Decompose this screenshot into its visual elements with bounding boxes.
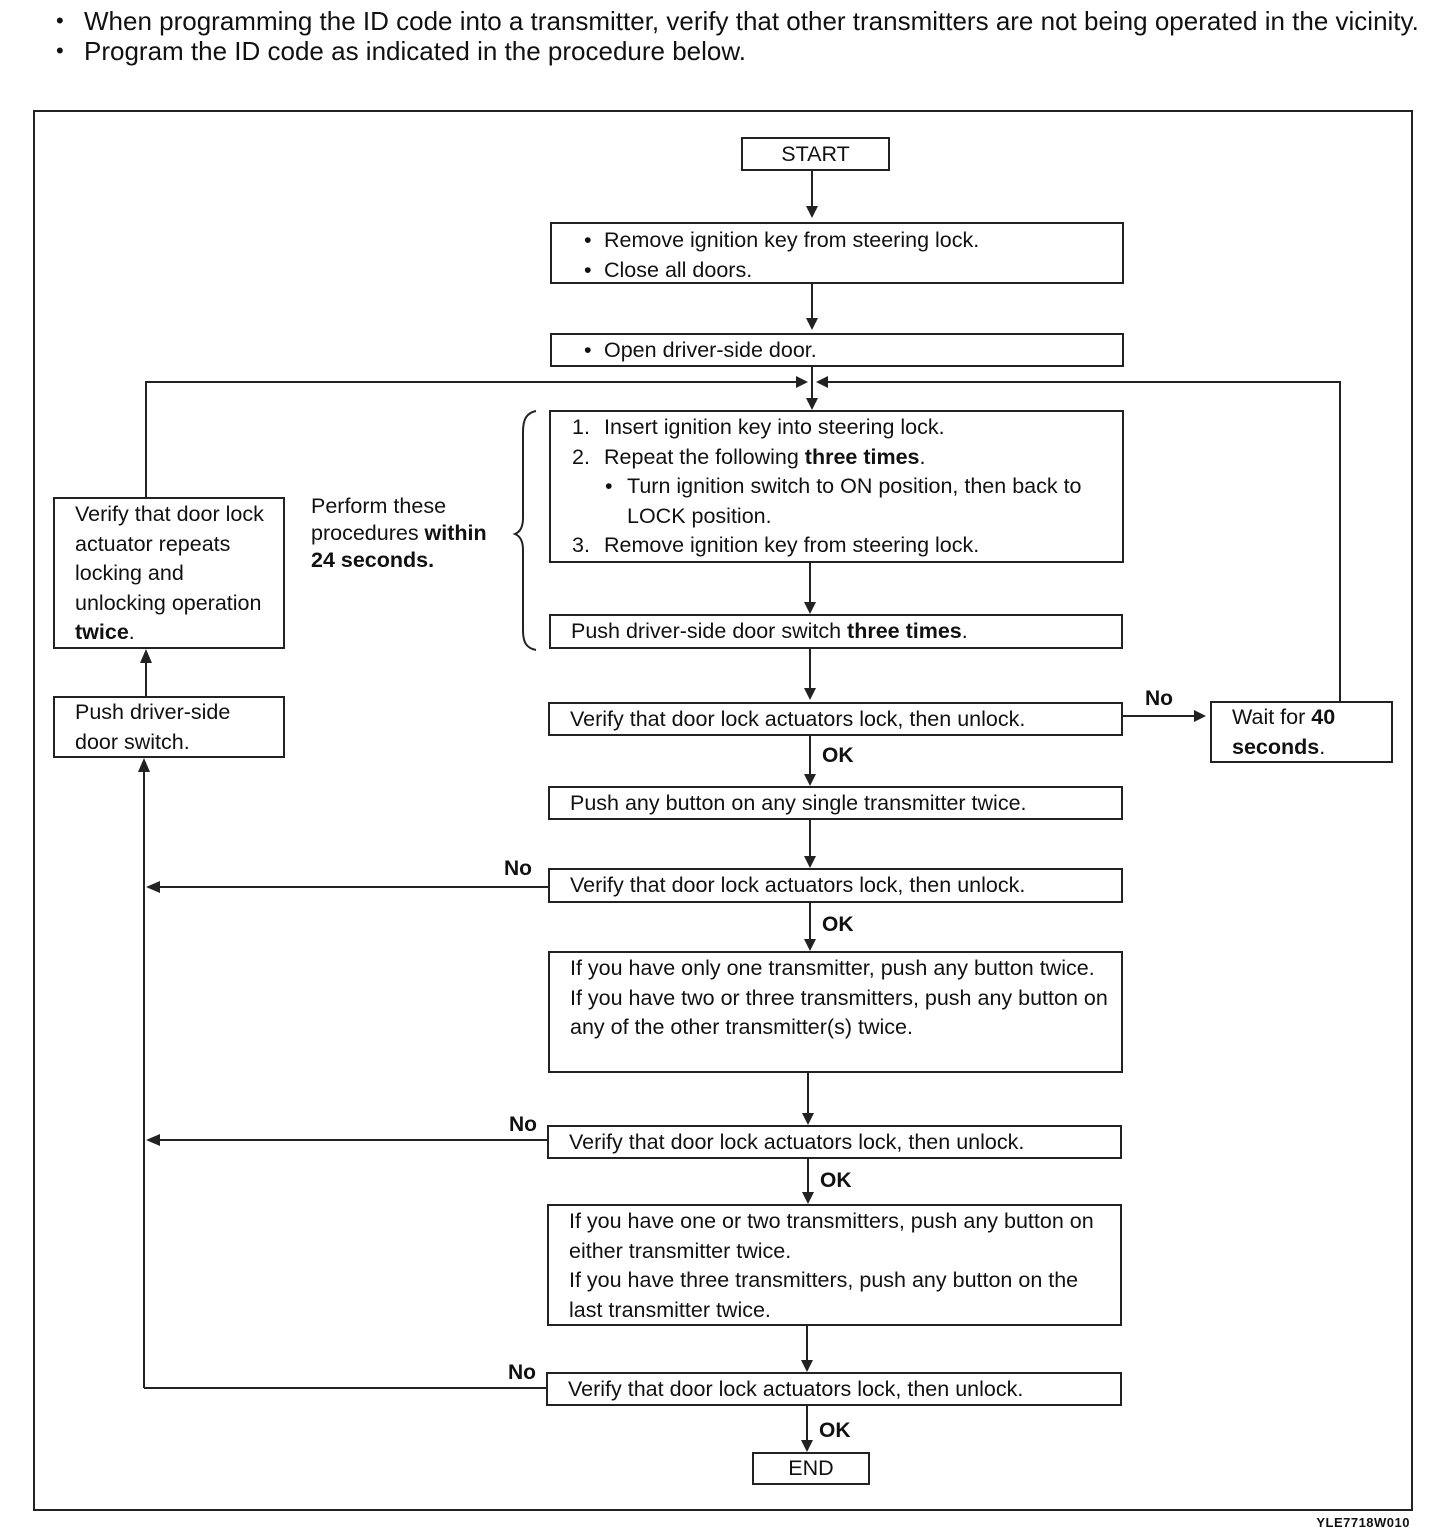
emphasis-text: 40 seconds — [1232, 705, 1336, 759]
wait-text: Wait for — [1232, 705, 1312, 729]
wait-box: Wait for 40 seconds. — [1210, 701, 1393, 763]
open-door-box: Open driver-side door. — [550, 333, 1124, 367]
arrow-head — [801, 1440, 813, 1452]
no-label: No — [504, 857, 532, 880]
punctuation: . — [428, 548, 435, 572]
arrow-head — [796, 376, 808, 388]
intro-notes: When programming the ID code into a tran… — [52, 6, 1432, 66]
procedure-substep: Turn ignition switch to ON position, the… — [572, 472, 1112, 531]
flowchart-frame — [33, 110, 1413, 1511]
verify-twice-text: Verify that door lock actuator repeats l… — [75, 502, 264, 615]
punctuation: . — [961, 619, 968, 643]
arrow-head — [804, 602, 816, 614]
emphasis-text: twice — [75, 620, 129, 644]
time-limit-text: Perform these procedures — [311, 494, 447, 545]
arrow-head — [804, 688, 816, 700]
arrow-head — [146, 881, 160, 893]
note-item: When programming the ID code into a tran… — [52, 6, 1432, 36]
open-door-item: Open driver-side door. — [582, 336, 1122, 366]
prep-step-item: Close all doors. — [582, 256, 1122, 286]
no-label: No — [509, 1113, 537, 1136]
verify-box-1: Verify that door lock actuators lock, th… — [548, 702, 1123, 736]
push-transmitter-box: Push any button on any single transmitte… — [548, 786, 1123, 820]
no-label: No — [508, 1361, 536, 1384]
punctuation: . — [128, 620, 135, 644]
prep-step-item: Remove ignition key from steering lock. — [582, 226, 1122, 256]
arrow-head — [140, 649, 152, 663]
ignition-procedure-box: 1.Insert ignition key into steering lock… — [549, 410, 1124, 563]
push-door-switch-box: Push driver-side door switch three times… — [549, 614, 1123, 649]
prep-step-list: Remove ignition key from steering lock. … — [582, 226, 1122, 285]
third-transmitter-box: If you have one or two transmitters, pus… — [547, 1204, 1122, 1326]
verify-box-4: Verify that door lock actuators lock, th… — [546, 1372, 1122, 1406]
figure-id: YLE7718W010 — [1316, 1515, 1410, 1530]
punctuation: . — [919, 444, 926, 469]
arrow-head — [806, 206, 818, 218]
open-door-list: Open driver-side door. — [582, 336, 1122, 366]
emphasis-text: within 24 seconds — [311, 521, 487, 572]
time-limit-note: Perform these procedures within 24 secon… — [311, 493, 516, 574]
arrow-head — [806, 398, 818, 410]
procedure-step-text: Remove ignition key from steering lock. — [604, 533, 980, 557]
procedure-step-2: 2.Repeat the following three times. — [572, 444, 926, 469]
verify-twice-box: Verify that door lock actuator repeats l… — [53, 497, 285, 649]
ok-label: OK — [822, 744, 854, 767]
arrow-head — [801, 1360, 813, 1372]
connector — [145, 381, 800, 497]
arrow-head — [1194, 710, 1206, 722]
ok-label: OK — [822, 913, 854, 936]
verify-box-3: Verify that door lock actuators lock, th… — [547, 1125, 1122, 1159]
push-door-switch-text: Push driver-side door switch — [571, 619, 848, 643]
procedure-step-text: Insert ignition key into steering lock. — [604, 415, 945, 439]
arrow-head — [138, 758, 150, 772]
arrow-head — [804, 856, 816, 868]
arrow-head — [802, 1113, 814, 1125]
second-transmitter-box: If you have only one transmitter, push a… — [548, 951, 1123, 1073]
ignition-procedure-steps: 1.Insert ignition key into steering lock… — [572, 413, 1112, 561]
procedure-step-1: 1.Insert ignition key into steering lock… — [572, 415, 945, 439]
end-terminal: END — [752, 1452, 870, 1485]
connector — [824, 381, 1341, 702]
punctuation: . — [1319, 734, 1326, 759]
arrow-head — [804, 774, 816, 786]
arrow-head — [816, 376, 828, 388]
note-item: Program the ID code as indicated in the … — [52, 36, 1432, 66]
emphasis-text: three times — [804, 444, 920, 469]
procedure-step-text: Repeat the following — [604, 444, 805, 469]
start-terminal: START — [741, 137, 890, 171]
arrow-head — [802, 1192, 814, 1204]
ok-label: OK — [819, 1419, 851, 1442]
verify-box-2: Verify that door lock actuators lock, th… — [548, 868, 1123, 903]
brace-bracket — [512, 410, 537, 651]
ok-label: OK — [820, 1169, 852, 1192]
arrow-head — [146, 1134, 160, 1146]
emphasis-text: three times — [847, 619, 962, 643]
no-label: No — [1145, 687, 1173, 710]
procedure-step-3: 3.Remove ignition key from steering lock… — [572, 533, 980, 557]
arrow-head — [804, 939, 816, 951]
arrow-head — [806, 318, 818, 330]
prep-step-box: Remove ignition key from steering lock. … — [550, 222, 1124, 285]
push-switch-left-box: Push driver-side door switch. — [53, 696, 285, 758]
